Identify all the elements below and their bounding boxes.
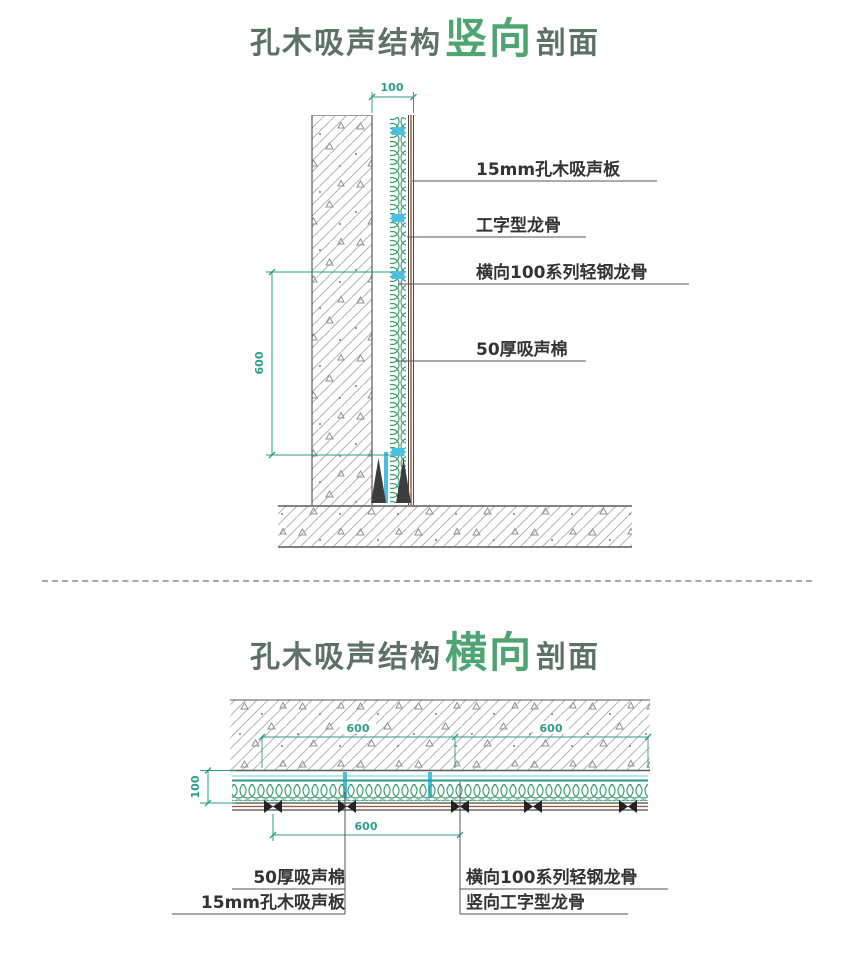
callout-i-keel: 工字型龙骨: [476, 216, 561, 236]
callout-vertical-i-keel-h: 竖向工字型龙骨: [466, 893, 585, 913]
callout-leader-lines-vertical-section: [396, 180, 689, 362]
dim-label-600-span2: 600: [540, 722, 563, 735]
horizontal-keel-marks: [391, 127, 405, 456]
dimension-left-100: 100: [189, 767, 236, 807]
title-suffix: 剖面: [536, 26, 600, 61]
perforated-panel-lines: [408, 115, 414, 505]
floor-slab-hatch: [278, 505, 632, 548]
callout-light-steel-keel-h: 横向100系列轻钢龙骨: [466, 868, 638, 888]
vertical-section-title: 孔木吸声结构 竖向 剖面: [0, 18, 850, 60]
title-suffix: 剖面: [536, 640, 600, 675]
dim-label-100-left: 100: [189, 775, 202, 798]
title-prefix: 孔木吸声结构: [249, 26, 442, 61]
acoustic-cotton-coil-horizontal: [232, 784, 648, 801]
callout-leader-lines-horizontal-section: [172, 782, 668, 915]
title-emphasis: 竖向: [444, 14, 533, 63]
dimension-left-600: 600: [253, 268, 392, 459]
callout-light-steel-keel: 横向100系列轻钢龙骨: [476, 263, 648, 283]
dimension-top-100: 100: [368, 81, 417, 113]
perforated-panel-lines-horizontal: [232, 802, 648, 811]
base-connection-detail: [371, 452, 411, 503]
dimension-bottom-600: 600: [269, 814, 464, 841]
i-keel-sections: [264, 800, 637, 813]
wall-section-hatch: [311, 115, 373, 505]
callout-acoustic-cotton: 50厚吸声棉: [476, 340, 568, 360]
callout-perforated-panel: 15mm孔木吸声板: [476, 160, 621, 180]
vertical-section-drawing: 100 600: [253, 81, 689, 548]
title-emphasis: 横向: [444, 628, 533, 677]
section-divider-dashed-line: [42, 580, 812, 582]
callout-perforated-panel-h: 15mm孔木吸声板: [200, 893, 345, 913]
horizontal-section-title: 孔木吸声结构 横向 剖面: [0, 632, 850, 674]
dim-label-600-span1: 600: [347, 722, 370, 735]
dim-label-600-bottom: 600: [355, 820, 378, 833]
acoustic-cotton-coil-vertical: [390, 117, 406, 503]
wall-slab-hatch: [230, 699, 650, 772]
dim-label-100-top: 100: [381, 81, 404, 94]
dim-label-600-left: 600: [253, 351, 266, 374]
callout-acoustic-cotton-h: 50厚吸声棉: [253, 868, 345, 888]
title-prefix: 孔木吸声结构: [249, 640, 442, 675]
dimension-top-600-spans: 600 600: [258, 721, 652, 768]
horizontal-section-drawing: 600 600: [172, 699, 668, 915]
